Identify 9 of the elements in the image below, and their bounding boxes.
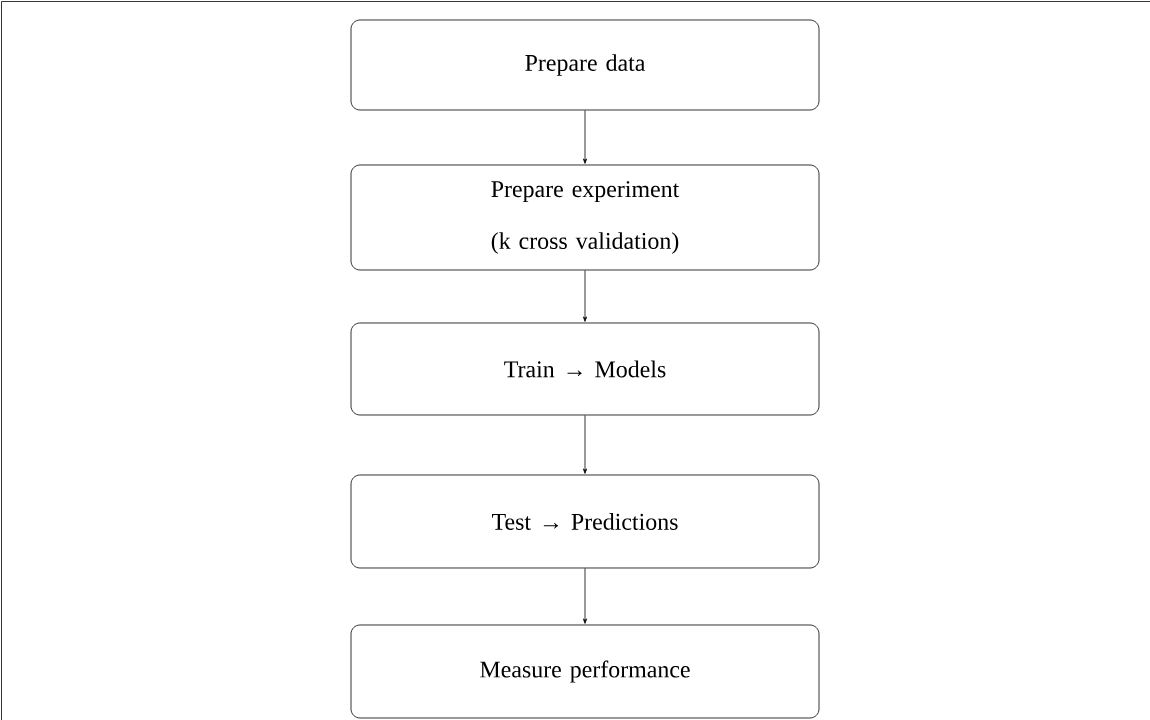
arrow (583, 568, 587, 624)
arrow (583, 270, 587, 322)
process-box: Test → Predictions (350, 474, 820, 569)
arrow (583, 110, 587, 164)
process-box: Prepare data (350, 19, 820, 111)
arrow (583, 415, 587, 474)
process-box: Train → Models (350, 322, 820, 416)
process-box: Prepare experiment (k cross validation) (350, 164, 820, 271)
process-box: Measure performance (350, 624, 820, 719)
